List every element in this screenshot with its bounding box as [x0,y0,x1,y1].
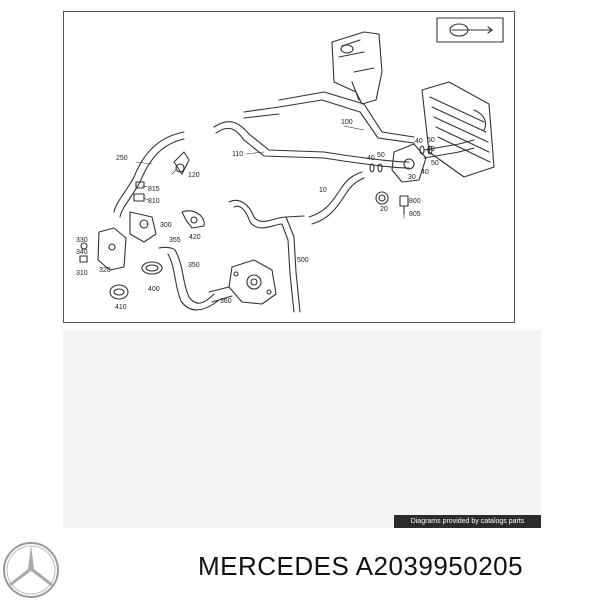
part-label-50b: 50 [427,137,435,144]
oval-arrow-icon [449,23,493,37]
valve-30 [391,143,427,183]
bracket-320 [79,227,127,271]
part-label-330: 330 [76,237,88,244]
part-label-120: 120 [188,172,200,179]
part-label-300: 300 [160,222,172,229]
part-label-10: 10 [319,187,327,194]
part-label-320: 320 [99,267,111,274]
mercedes-star-icon [3,542,59,598]
sensor-800 [399,195,409,215]
part-label-800: 800 [409,198,421,205]
part-label-815: 815 [148,186,160,193]
hose-350 [158,246,220,311]
part-label-500: 500 [297,257,309,264]
part-label-400: 400 [148,286,160,293]
hose-500 [228,199,305,313]
part-label-40c: 40 [427,146,435,153]
clamp-410 [109,284,129,300]
hose-110 [213,121,410,169]
parts-diagram: 100 110 250 120 815 810 300 420 355 330 … [63,11,515,323]
part-label-355: 355 [169,237,181,244]
footer-title: MERCEDES A2039950205 [198,551,523,582]
pipe-100 [243,91,415,144]
clamp-120 [173,151,190,175]
pump-housing [208,259,277,305]
part-label-40a: 40 [367,155,375,162]
brand-name: MERCEDES [198,551,350,581]
part-label-420: 420 [189,234,201,241]
part-label-805: 805 [409,211,421,218]
part-label-360: 360 [220,298,232,305]
expansion-tank [331,31,383,105]
part-label-30: 30 [408,174,416,181]
ring-20 [375,191,389,205]
lower-blank-area [63,330,541,528]
part-label-100: 100 [341,119,353,126]
part-number: A2039950205 [355,551,524,581]
heater-hoses [423,139,475,159]
part-label-350: 350 [188,262,200,269]
part-label-50a: 50 [377,152,385,159]
part-label-40d: 40 [421,169,429,176]
part-label-810: 810 [148,198,160,205]
seal-rings [369,145,433,173]
part-label-410: 410 [115,304,127,311]
credit-banner: Diagrams provided by catalogs parts [394,515,541,528]
hose-10 [308,171,365,225]
diagram-drawing [79,17,504,313]
part-label-340: 340 [76,249,88,256]
part-label-250: 250 [116,155,128,162]
part-label-20: 20 [380,206,388,213]
part-label-40b: 40 [415,138,423,145]
bracket-420 [181,210,205,229]
part-label-50c: 50 [431,160,439,167]
part-label-110: 110 [232,151,244,158]
part-label-310: 310 [76,270,88,277]
clamp-400 [141,261,163,275]
heater-core [421,81,495,178]
